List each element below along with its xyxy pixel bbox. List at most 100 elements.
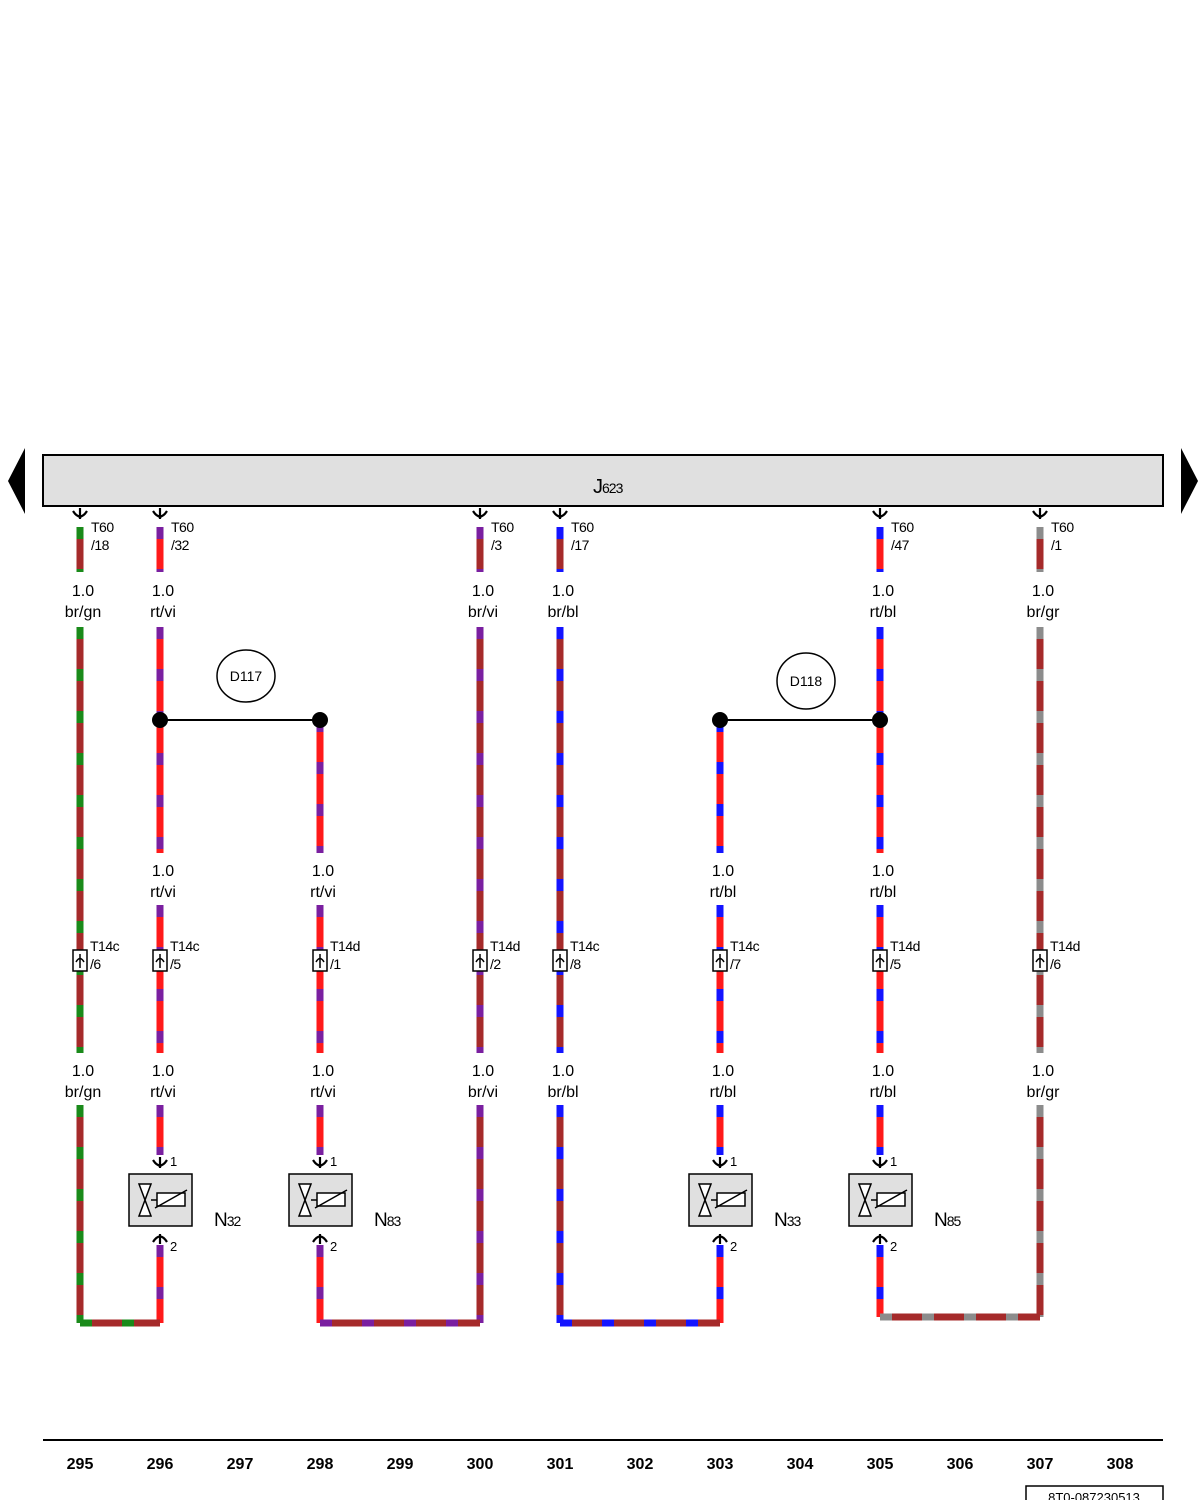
valve-pin-top: 1 xyxy=(890,1154,897,1169)
junction-dot xyxy=(312,712,328,728)
lower-wire-color: rt/bl xyxy=(870,1084,897,1101)
inline-connector-cup xyxy=(715,957,725,963)
top-pin-connector: T60 xyxy=(571,519,594,535)
column-number: 303 xyxy=(707,1456,734,1473)
inline-connector-pin: /7 xyxy=(730,956,741,972)
valve-pin-top: 1 xyxy=(170,1154,177,1169)
valve-label-number: 85 xyxy=(947,1213,962,1229)
column-number: 308 xyxy=(1107,1456,1134,1473)
valve-pin-bottom: 2 xyxy=(170,1239,177,1254)
top-pin-connector: T60 xyxy=(491,519,514,535)
valve-pin-top: 1 xyxy=(730,1154,737,1169)
top-pin-pin: /1 xyxy=(1051,537,1062,553)
column-number: 302 xyxy=(627,1456,654,1473)
top-pin-pin: /47 xyxy=(891,537,910,553)
top-pin-connector: T60 xyxy=(1051,519,1074,535)
valve-symbol xyxy=(857,1183,873,1217)
splice-circle xyxy=(216,649,276,703)
branch-wire-size: 1.0 xyxy=(872,863,894,880)
branch-wire-color: rt/bl xyxy=(870,884,897,901)
inline-connector-pin: /5 xyxy=(170,956,181,972)
valve-label: N32 xyxy=(214,1210,242,1231)
next-page-arrow-icon[interactable] xyxy=(1181,448,1198,514)
inline-connector-connector: T14c xyxy=(170,938,200,954)
valve-pin-top: 1 xyxy=(330,1154,337,1169)
previous-page-arrow-icon[interactable] xyxy=(8,448,25,514)
junction-dot xyxy=(152,712,168,728)
coil-diagonal xyxy=(314,1189,348,1209)
valve-symbol xyxy=(697,1183,713,1217)
junction-dot xyxy=(712,712,728,728)
top-wire-size: 1.0 xyxy=(552,583,574,600)
column-number: 304 xyxy=(787,1456,814,1473)
lower-wire-color: br/gr xyxy=(1027,1084,1061,1101)
valve-label-number: 32 xyxy=(227,1213,242,1229)
lower-wire-size: 1.0 xyxy=(472,1063,494,1080)
lower-wire-size: 1.0 xyxy=(712,1063,734,1080)
inline-connector-pin: /6 xyxy=(90,956,101,972)
inline-connector-cup xyxy=(1035,957,1045,963)
inline-connector-cup xyxy=(555,957,565,963)
top-pin-pin: /3 xyxy=(491,537,502,553)
inline-connector-cup xyxy=(75,957,85,963)
valve-symbol xyxy=(137,1183,153,1217)
top-wire-color: br/gr xyxy=(1027,604,1061,621)
valve-label-letter: N xyxy=(214,1210,227,1231)
valve-label: N85 xyxy=(934,1210,962,1231)
valve-label: N83 xyxy=(374,1210,402,1231)
inline-connector-connector: T14c xyxy=(570,938,600,954)
top-wire-size: 1.0 xyxy=(152,583,174,600)
control-unit-j623 xyxy=(42,454,1164,507)
lower-wire-size: 1.0 xyxy=(552,1063,574,1080)
lower-wire-size: 1.0 xyxy=(1032,1063,1054,1080)
coil-diagonal xyxy=(874,1189,908,1209)
valve-label-letter: N xyxy=(774,1210,787,1231)
splice-label: D117 xyxy=(230,668,263,684)
coil-diagonal xyxy=(714,1189,748,1209)
valve-label-letter: N xyxy=(374,1210,387,1231)
lower-wire-color: rt/vi xyxy=(310,1084,336,1101)
inline-connector-connector: T14d xyxy=(890,938,920,954)
branch-wire-color: rt/bl xyxy=(710,884,737,901)
inline-connector-pin: /2 xyxy=(490,956,501,972)
lower-wire-size: 1.0 xyxy=(312,1063,334,1080)
top-wire-color: br/gn xyxy=(65,604,101,621)
inline-connector-cup xyxy=(315,957,325,963)
inline-connector-connector: T14d xyxy=(330,938,360,954)
junction-dot xyxy=(872,712,888,728)
inline-connector-connector: T14d xyxy=(490,938,520,954)
inline-connector-cup xyxy=(155,957,165,963)
valve-label-letter: N xyxy=(934,1210,947,1231)
top-wire-size: 1.0 xyxy=(1032,583,1054,600)
inline-connector-pin: /8 xyxy=(570,956,581,972)
wire-layer xyxy=(76,527,1044,1327)
valve-pin-bottom: 2 xyxy=(730,1239,737,1254)
valve-pin-bottom: 2 xyxy=(890,1239,897,1254)
inline-connector-pin: /1 xyxy=(330,956,341,972)
top-pin-pin: /18 xyxy=(91,537,110,553)
lower-wire-color: br/gn xyxy=(65,1084,101,1101)
lower-wire-color: rt/vi xyxy=(150,1084,176,1101)
valve-label: N33 xyxy=(774,1210,802,1231)
top-pin-connector: T60 xyxy=(91,519,114,535)
column-number: 301 xyxy=(547,1456,574,1473)
branch-wire-size: 1.0 xyxy=(712,863,734,880)
lower-wire-size: 1.0 xyxy=(872,1063,894,1080)
inline-connector-connector: T14c xyxy=(730,938,760,954)
top-wire-size: 1.0 xyxy=(872,583,894,600)
top-wire-size: 1.0 xyxy=(72,583,94,600)
top-pin-pin: /32 xyxy=(171,537,190,553)
inline-connector-cup xyxy=(475,957,485,963)
inline-connector-pin: /6 xyxy=(1050,956,1061,972)
doc-id-box xyxy=(1025,1485,1164,1500)
column-number: 298 xyxy=(307,1456,334,1473)
top-pin-connector: T60 xyxy=(891,519,914,535)
column-number: 295 xyxy=(67,1456,94,1473)
branch-wire-color: rt/vi xyxy=(310,884,336,901)
column-number: 299 xyxy=(387,1456,414,1473)
label-layer: T60/181.0br/gnT60/321.0rt/viT60/31.0br/v… xyxy=(65,519,1081,1231)
